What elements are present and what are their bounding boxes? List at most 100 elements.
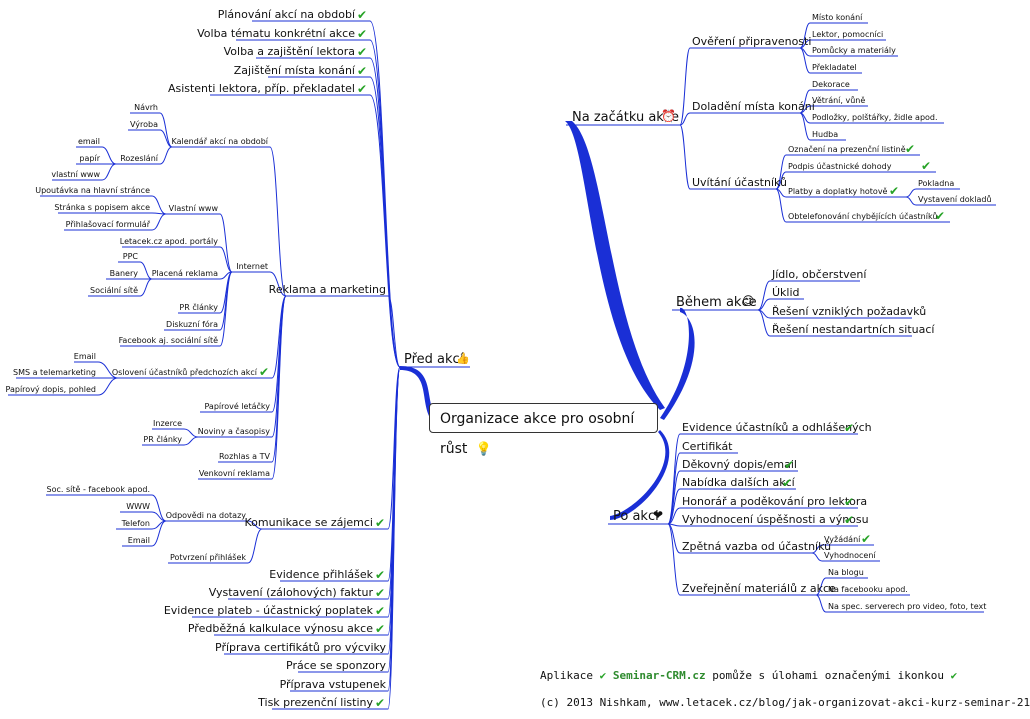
clock-icon: ⏰ <box>661 108 676 123</box>
check-icon: ✔ <box>889 184 899 198</box>
node-vlastni_www_small: vlastní www <box>51 170 100 179</box>
node-evidence_prihlasek: Evidence přihlášek <box>269 568 373 581</box>
central-topic-label: Organizace akce pro osobní růst <box>440 411 635 457</box>
check-icon: ✔ <box>357 82 367 96</box>
connector-facebook_soc <box>219 271 233 347</box>
connector-obtelefonovani <box>775 188 787 223</box>
node-vyzadani: Vyžádání <box>824 535 861 544</box>
connector-reseni_situaci <box>757 309 771 337</box>
branch-line-na-zacatku <box>565 121 665 410</box>
node-pr_clanky: PR články <box>179 302 218 312</box>
node-predbezna: Předběžná kalkulace výnosu akce <box>188 622 373 635</box>
node-kalendar: Kalendář akcí na období <box>172 137 269 146</box>
branch-line-po-akci <box>610 430 670 520</box>
node-navrh: Návrh <box>134 103 158 112</box>
node-odpovedi: Odpovědi na dotazy <box>166 511 247 520</box>
node-evidence_plateb: Evidence plateb - účastnický poplatek <box>164 604 374 617</box>
connector-noviny <box>271 295 287 438</box>
node-uklid: Úklid <box>772 286 800 299</box>
connector-socialni_site <box>139 278 153 297</box>
node-pr_clanky2: PR články <box>143 434 182 444</box>
check-icon: ✔ <box>784 458 794 472</box>
connector-vyroba <box>159 129 173 148</box>
node-obtelefonovani: Obtelefonování chybějících účastníků <box>788 211 937 221</box>
node-certifikat: Certifikát <box>682 440 733 453</box>
check-icon: ✔ <box>844 421 854 435</box>
check-icon: ✔ <box>259 365 269 379</box>
node-ppc: PPC <box>123 252 139 261</box>
check-icon: ✔ <box>935 209 945 223</box>
check-icon: ✔ <box>950 669 958 682</box>
connector-kalendar <box>269 146 287 297</box>
heart-icon: ❤ <box>653 508 663 522</box>
connector-prekladatel <box>799 47 811 74</box>
connector-vyhodnoceni <box>811 552 823 562</box>
footer-copyright: (c) 2013 Nishkam, www.letacek.cz/blog/ja… <box>540 696 1030 709</box>
connector-na_spec <box>815 594 827 613</box>
check-icon: ✔ <box>375 516 385 530</box>
node-prihlasovaci: Přihlašovací formulář <box>66 219 151 229</box>
check-icon: ✔ <box>357 45 367 59</box>
check-icon: ✔ <box>905 142 915 156</box>
node-jidlo: Jídlo, občerstvení <box>771 268 867 281</box>
node-email3: Email <box>128 536 150 545</box>
node-diskuzni_fora: Diskuzní fóra <box>166 319 218 329</box>
connector-doladeni <box>679 112 691 126</box>
connector-soc_site_fb <box>151 494 167 522</box>
node-volba_lektora: Volba a zajištění lektora <box>224 45 355 58</box>
node-facebook_soc: Facebook aj. sociální sítě <box>119 336 219 345</box>
node-vetrani: Větrání, vůně <box>812 95 865 105</box>
node-dekovny: Děkovný dopis/email <box>682 458 797 471</box>
node-zverejneni: Zveřejnění materiálů z akce <box>682 582 836 595</box>
node-vstupenky: Příprava vstupenek <box>280 678 387 691</box>
check-icon: ✔ <box>921 159 931 173</box>
node-reseni_situaci: Řešení nestandartních situací <box>772 323 935 336</box>
connector-pokladna <box>905 188 917 198</box>
node-pokladna: Pokladna <box>918 179 954 188</box>
node-tisk: Tisk prezenční listiny <box>257 696 373 709</box>
connector-honorar <box>667 507 681 525</box>
node-telefon: Telefon <box>121 519 150 528</box>
footer-suffix: pomůže s úlohami označenými ikonkou <box>712 669 944 682</box>
node-vyhodnoceni_usp: Vyhodnocení úspěšnosti a výnosu <box>682 513 869 526</box>
connector-reklama <box>387 295 401 368</box>
node-upoutavka: Upoutávka na hlavní stránce <box>35 186 150 195</box>
connector-letacek_portaly <box>219 246 233 273</box>
node-internet: Internet <box>236 262 268 271</box>
check-icon: ✔ <box>357 27 367 41</box>
connector-uvitani <box>679 124 691 190</box>
node-stranka: Stránka s popisem akce <box>54 203 150 212</box>
connector-potvrzeni <box>247 528 263 564</box>
footer-app-note: Aplikace ✔ Seminar-CRM.cz pomůže s úloha… <box>540 669 957 682</box>
node-potvrzeni: Potvrzení přihlášek <box>170 552 246 562</box>
node-rozhlas: Rozhlas a TV <box>219 452 271 461</box>
node-vlastni_www: Vlastní www <box>169 204 219 213</box>
node-papir: papír <box>79 154 100 163</box>
node-volba_tematu: Volba tématu konkrétní akce <box>197 27 355 40</box>
lightbulb-icon: 💡 <box>475 442 493 457</box>
connector-tisk <box>387 366 401 710</box>
node-na_blogu: Na blogu <box>828 568 864 577</box>
node-soc_site_fb: Soc. sítě - facebook apod. <box>47 485 150 494</box>
check-icon: ✔ <box>782 476 792 490</box>
connector-rozeslani <box>159 146 173 165</box>
node-planovani: Plánování akcí na období <box>218 8 356 21</box>
check-icon: ✔ <box>357 64 367 78</box>
node-papirovy_dopis: Papírový dopis, pohled <box>6 385 96 394</box>
node-evidence_ucastniku: Evidence účastníků a odhlášených <box>682 421 872 434</box>
check-icon: ✔ <box>844 513 854 527</box>
branch-po-akci: Po akci <box>613 509 659 524</box>
connector-vlastni_www <box>219 213 233 273</box>
mindmap-canvas: { "central": {"label": "Organizace akce … <box>5 8 1030 710</box>
node-osloveni: Oslovení účastníků předchozích akcí <box>112 367 258 377</box>
central-topic: Organizace akce pro osobní růst 💡 <box>429 403 658 457</box>
node-papirove_letacky: Papírové letáčky <box>204 401 270 411</box>
node-oznaceni: Označení na prezenční listině <box>788 144 906 154</box>
branch-line-pred-akci <box>400 366 436 418</box>
brand-link[interactable]: Seminar-CRM.cz <box>612 669 706 682</box>
connector-zverejneni <box>667 523 681 596</box>
connector-internet <box>269 271 287 297</box>
check-icon: ✔ <box>375 604 385 618</box>
check-icon: ✔ <box>375 568 385 582</box>
node-na_spec: Na spec. serverech pro video, foto, text <box>828 602 986 611</box>
